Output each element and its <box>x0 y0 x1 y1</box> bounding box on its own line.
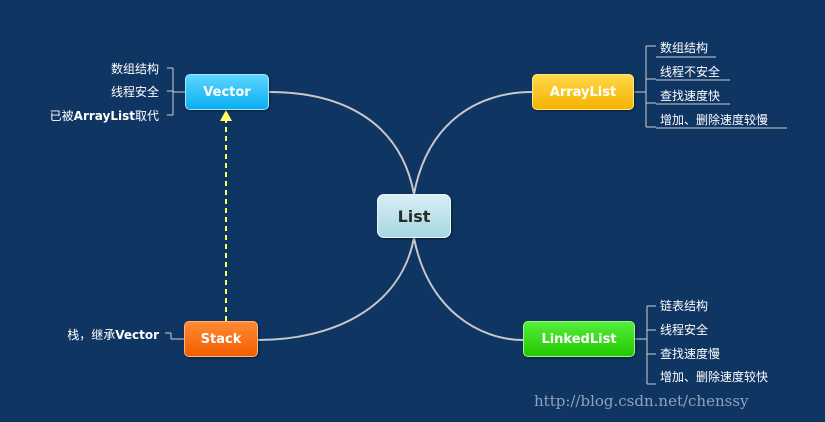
node-arraylist[interactable]: ArrayList <box>532 74 634 110</box>
vector-note-3-prefix: 已被 <box>49 109 74 123</box>
vector-note-1: 数组结构 <box>110 62 159 76</box>
stack-note-connector <box>165 332 184 340</box>
linkedlist-note-2: 线程安全 <box>660 323 709 337</box>
node-list[interactable]: List <box>377 194 451 238</box>
connector-list-linkedlist <box>413 237 524 341</box>
connector-list-stack <box>257 237 415 341</box>
arraylist-note-connectors <box>634 45 787 129</box>
arraylist-note-4: 增加、删除速度较慢 <box>660 113 769 127</box>
node-stack-label: Stack <box>200 331 242 347</box>
arraylist-note-3: 查找速度快 <box>660 89 721 103</box>
connector-list-vector <box>268 91 415 195</box>
stack-note-class: Vector <box>115 328 159 342</box>
node-linkedlist[interactable]: LinkedList <box>523 321 635 357</box>
node-vector[interactable]: Vector <box>185 74 269 110</box>
node-linkedlist-label: LinkedList <box>541 331 617 347</box>
inherit-arrow-head <box>220 110 232 121</box>
linkedlist-note-4: 增加、删除速度较快 <box>660 370 769 384</box>
connector-list-arraylist <box>413 91 533 195</box>
node-vector-label: Vector <box>203 84 251 100</box>
vector-note-3-class: ArrayList <box>73 109 135 123</box>
node-list-label: List <box>397 206 431 226</box>
linkedlist-note-3: 查找速度慢 <box>660 347 721 361</box>
node-stack[interactable]: Stack <box>184 321 258 357</box>
linkedlist-note-connectors <box>635 305 656 385</box>
stack-note: 栈，继承Vector <box>67 326 159 343</box>
vector-note-3: 已被ArrayList取代 <box>50 107 159 124</box>
vector-note-2: 线程安全 <box>110 85 159 99</box>
node-arraylist-label: ArrayList <box>549 84 617 100</box>
arraylist-note-2: 线程不安全 <box>660 65 721 79</box>
arraylist-note-1: 数组结构 <box>660 41 709 55</box>
stack-note-prefix: 栈，继承 <box>67 328 116 342</box>
vector-note-connectors <box>167 67 185 116</box>
watermark-url: http://blog.csdn.net/chenssy <box>534 392 749 410</box>
linkedlist-note-1: 链表结构 <box>660 299 709 313</box>
vector-note-3-suffix: 取代 <box>134 109 159 123</box>
